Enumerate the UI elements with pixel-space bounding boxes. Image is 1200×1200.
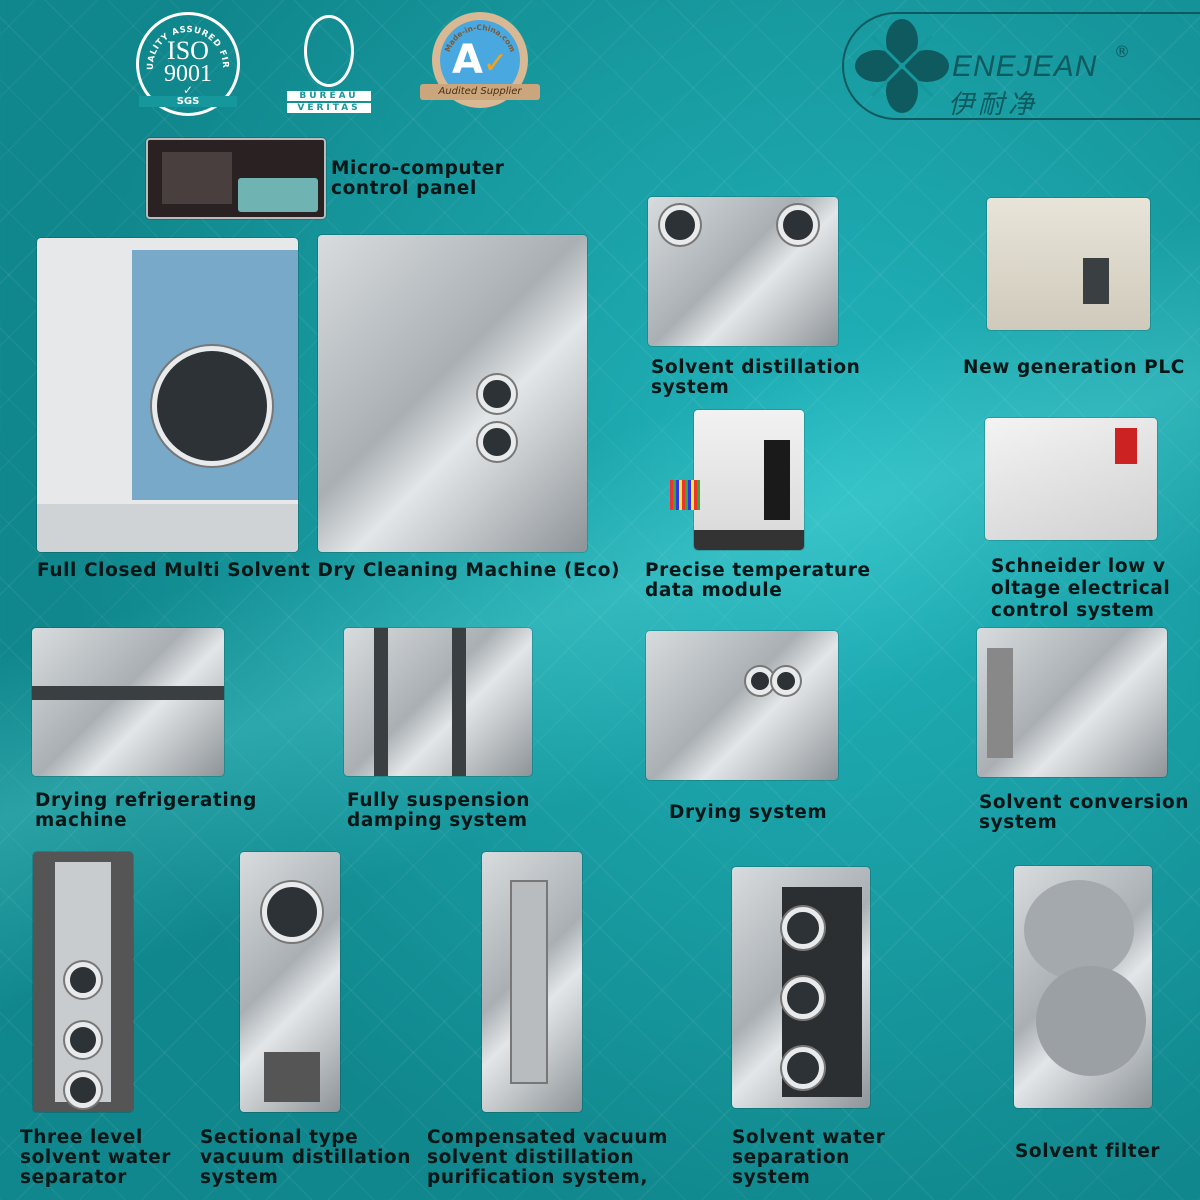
feature-caption: Full Closed Multi Solvent Dry Cleaning M… [37,560,621,581]
temperature-module-photo [694,410,804,550]
brand-name: ENEJEAN [952,50,1098,83]
audited-ring-text-arc: Made-in-China.com [443,23,517,54]
audited-ribbon: Audited Supplier [420,84,540,100]
solvent-conversion-photo [977,628,1167,777]
drying-system-photo [646,631,838,780]
brand-name-chinese: 伊耐净 [948,90,1039,120]
registered-mark: ® [1114,42,1130,61]
water-separation-photo [732,867,870,1108]
audited-ring-text: Made-in-China.com [443,23,517,54]
suspension-photo [344,628,532,776]
iso-9001-badge: QUALITY ASSURED FIRM ISO 9001 ✓ SGS [136,12,240,116]
sectional-distillation-photo [240,852,340,1112]
control-panel-photo [146,138,326,219]
solvent-filter-photo [1014,866,1152,1108]
main-machine-front-photo [37,238,298,552]
iso-label: ISO [167,36,209,65]
brand-logo: ENEJEAN ® 伊耐净 [842,12,1200,120]
iso-number: 9001 [164,61,212,87]
ribbon-cable-icon [670,480,700,510]
compensated-vacuum-photo [482,852,582,1112]
bureau-veritas-badge: BUREAU VERITAS [287,15,371,118]
flower-logo-icon [855,19,949,113]
plc-photo [987,198,1150,330]
audited-seal-icon: A✓ Made-in-China.com [432,12,528,108]
sgs-label: SGS [139,96,237,107]
drying-refrigerating-photo [32,628,224,776]
main-machine-inside-photo [318,235,587,552]
feature-caption: Drying system [669,802,828,823]
solvent-distillation-photo [648,197,838,346]
check-icon: ✓ [182,83,194,97]
feature-caption: Solvent filter [1015,1141,1161,1162]
iso-ring-text-arc: QUALITY ASSURED FIRM [139,15,229,70]
three-level-separator-photo [33,852,133,1112]
audited-supplier-badge: A✓ Made-in-China.com Audited Supplier [420,12,540,120]
feature-caption: New generation PLC [963,357,1185,378]
veritas-emblem-icon [304,15,354,87]
svg-text:Made-in-China.com: Made-in-China.com [443,23,517,54]
veritas-label: VERITAS [287,103,371,113]
bureau-label: BUREAU [287,91,371,101]
schneider-photo [985,418,1157,540]
